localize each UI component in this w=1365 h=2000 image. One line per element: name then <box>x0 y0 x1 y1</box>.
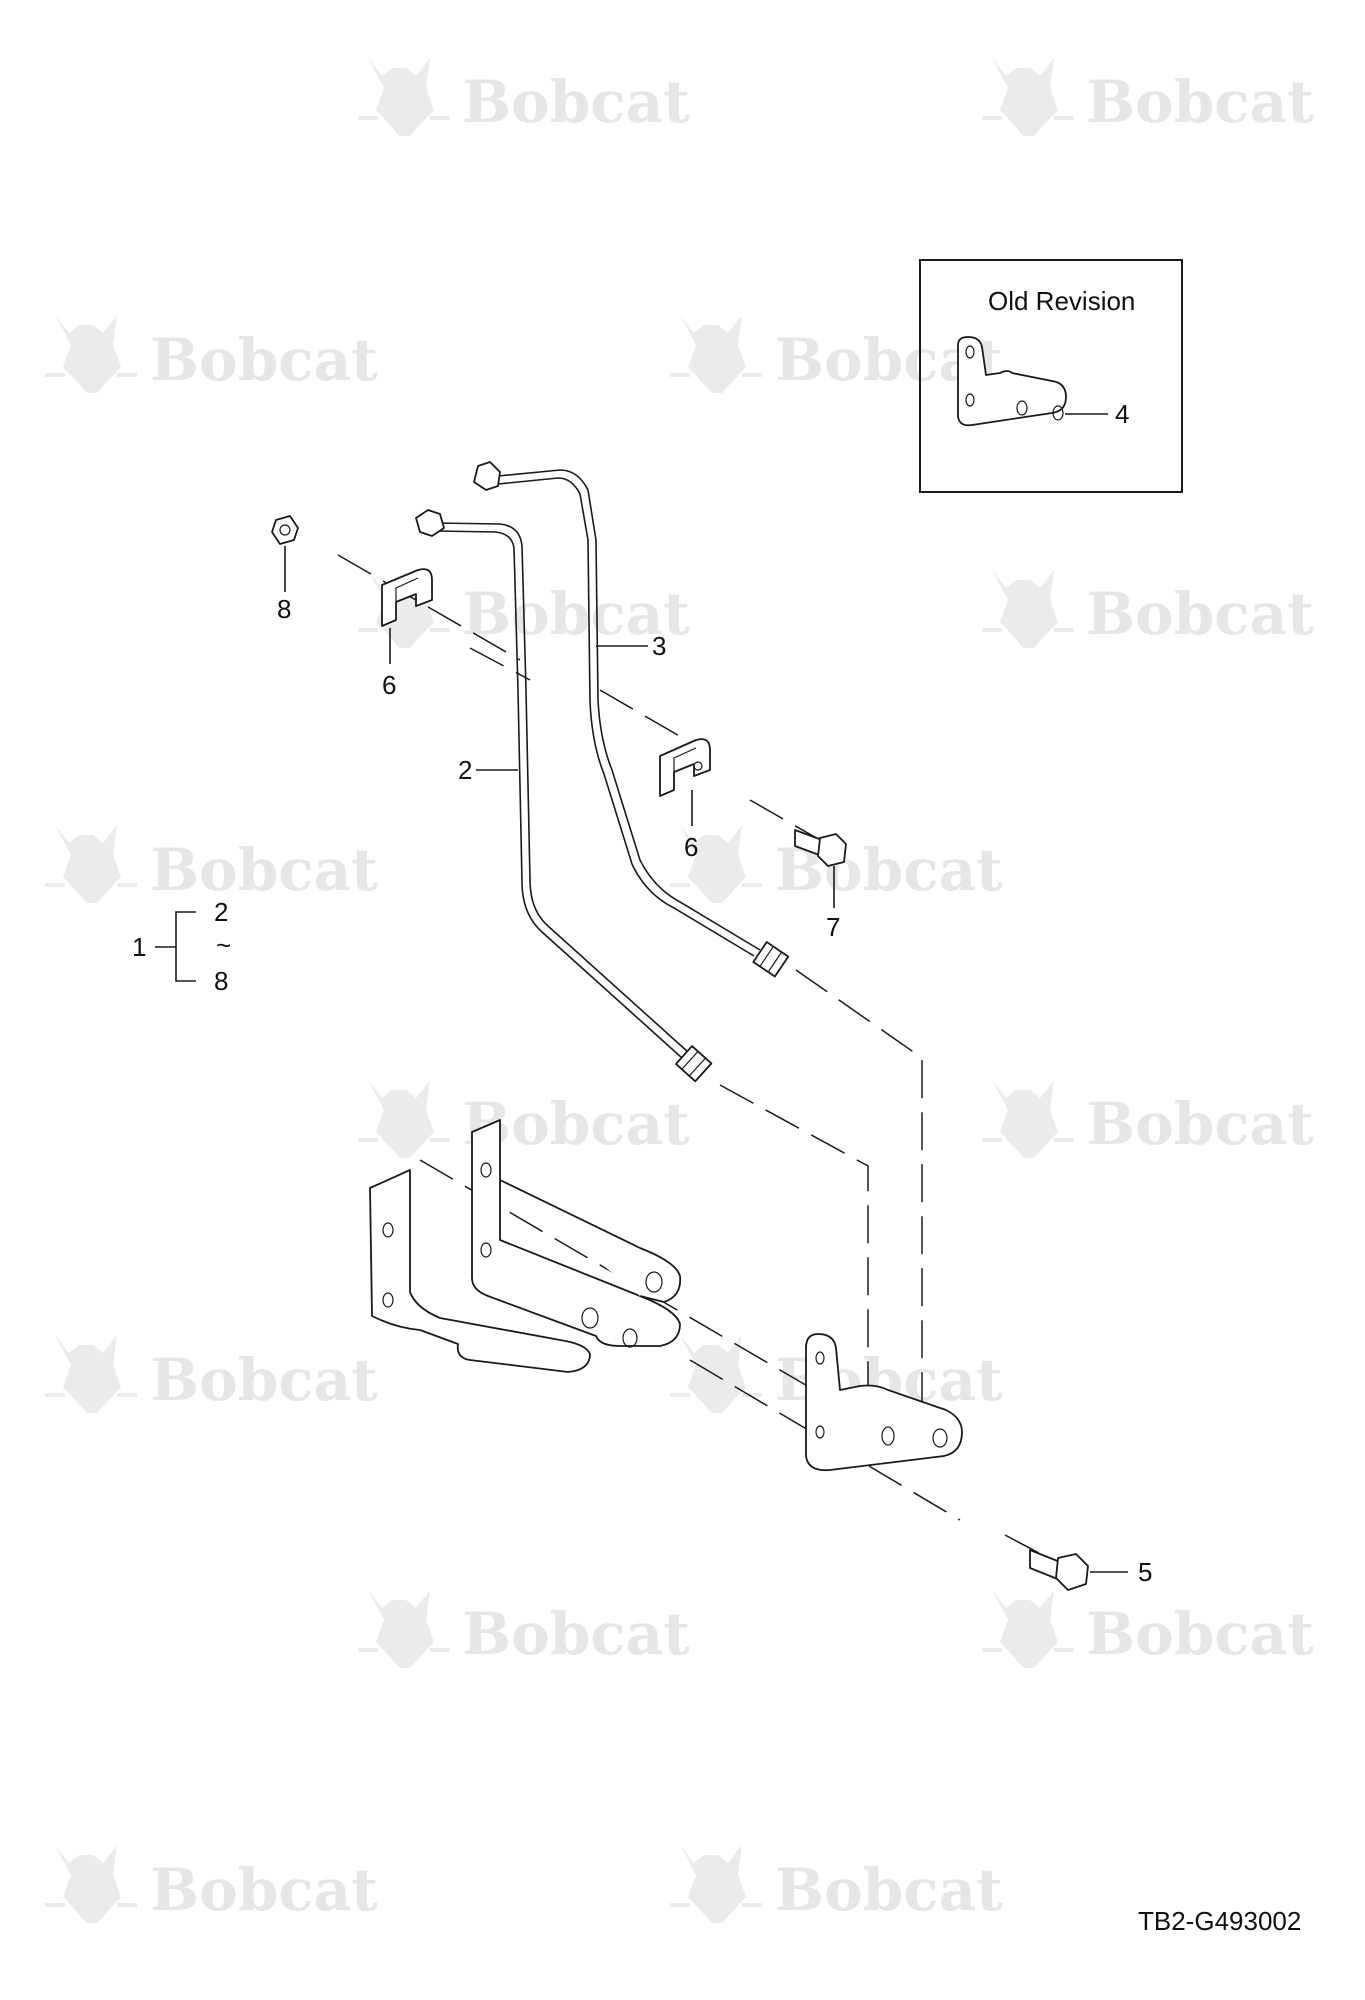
callout-6-middle: 6 <box>684 832 698 862</box>
clamp-6-middle <box>659 738 711 797</box>
nut-8: 8 <box>271 515 299 624</box>
watermark-text: Bobcat <box>775 1856 1003 1924</box>
callout-5: 5 <box>1138 1557 1152 1587</box>
group-to: 8 <box>214 966 228 996</box>
watermark-text: Bobcat <box>1086 580 1314 648</box>
group-from: 2 <box>214 897 228 927</box>
group-separator: ~ <box>216 930 231 960</box>
watermark-text: Bobcat <box>1086 68 1314 136</box>
plate-4 <box>805 1333 963 1472</box>
callout-7: 7 <box>826 912 840 942</box>
callout-leaders: 6 6 3 2 <box>382 628 698 862</box>
watermark-layer: Bobcat Bobcat Bobcat Bobcat Bobcat Bobca… <box>45 58 1314 1924</box>
watermark-text: Bobcat <box>150 836 378 904</box>
callout-8: 8 <box>277 594 291 624</box>
pipe-3 <box>473 461 790 978</box>
inset-title: Old Revision <box>988 286 1135 316</box>
watermark-text: Bobcat <box>462 1600 690 1668</box>
pipe-2-nut-top <box>415 509 445 537</box>
bolt-5: 5 <box>1029 1549 1152 1591</box>
pipe-2-nut-bottom <box>675 1045 713 1083</box>
bolt-7: 7 <box>794 829 847 942</box>
group-parent: 1 <box>132 932 146 962</box>
watermark-text: Bobcat <box>150 326 378 394</box>
callout-6-upper: 6 <box>382 670 396 700</box>
watermark-text: Bobcat <box>150 1346 378 1414</box>
watermark-text: Bobcat <box>462 68 690 136</box>
pipe-3-nut-bottom <box>752 941 790 978</box>
watermark-text: Bobcat <box>462 580 690 648</box>
callout-3: 3 <box>652 631 666 661</box>
watermark-text: Bobcat <box>1086 1090 1314 1158</box>
drawing-code: TB2-G493002 <box>1138 1906 1301 1936</box>
watermark-text: Bobcat <box>150 1856 378 1924</box>
inset-frame <box>919 259 1183 493</box>
pipe-2 <box>415 509 713 1083</box>
callout-2: 2 <box>458 755 472 785</box>
callout-4: 4 <box>1115 399 1129 429</box>
old-bracket-part <box>957 336 1067 427</box>
old-revision-inset: Old Revision 4 <box>919 259 1183 493</box>
assembly-group: 1 2 ~ 8 <box>132 897 231 996</box>
watermark-text: Bobcat <box>1086 1600 1314 1668</box>
main-bracket <box>369 1119 682 1373</box>
pipe-3-nut-top <box>473 461 501 491</box>
clamp-6-upper <box>381 568 433 627</box>
